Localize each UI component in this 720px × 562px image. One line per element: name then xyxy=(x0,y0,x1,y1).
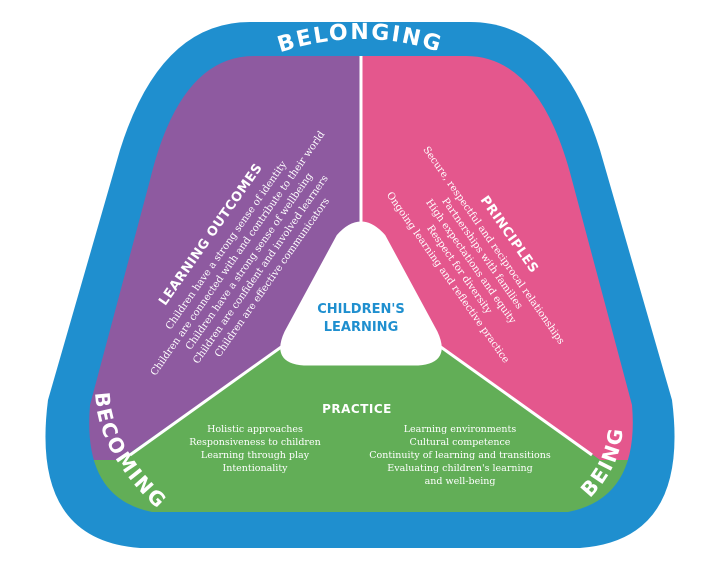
practice-left-item-1: Responsiveness to children xyxy=(189,437,320,448)
center-line2: LEARNING xyxy=(324,320,399,335)
practice-right-item-3: Evaluating children's learning xyxy=(387,463,532,474)
center-triangle xyxy=(280,221,442,366)
center-line1: CHILDREN'S xyxy=(317,302,404,317)
practice-left-item-0: Holistic approaches xyxy=(207,424,303,435)
practice-right-item-4: and well-being xyxy=(425,476,496,487)
practice-right-item-0: Learning environments xyxy=(404,424,517,435)
practice-right-item-2: Continuity of learning and transitions xyxy=(369,450,551,461)
practice-left-item-2: Learning through play xyxy=(201,450,310,461)
sector-practice xyxy=(89,290,633,512)
practice-right-item-1: Cultural competence xyxy=(410,437,511,448)
practice-left-item-3: Intentionality xyxy=(222,463,288,474)
practice-title: PRACTICE xyxy=(322,402,392,416)
